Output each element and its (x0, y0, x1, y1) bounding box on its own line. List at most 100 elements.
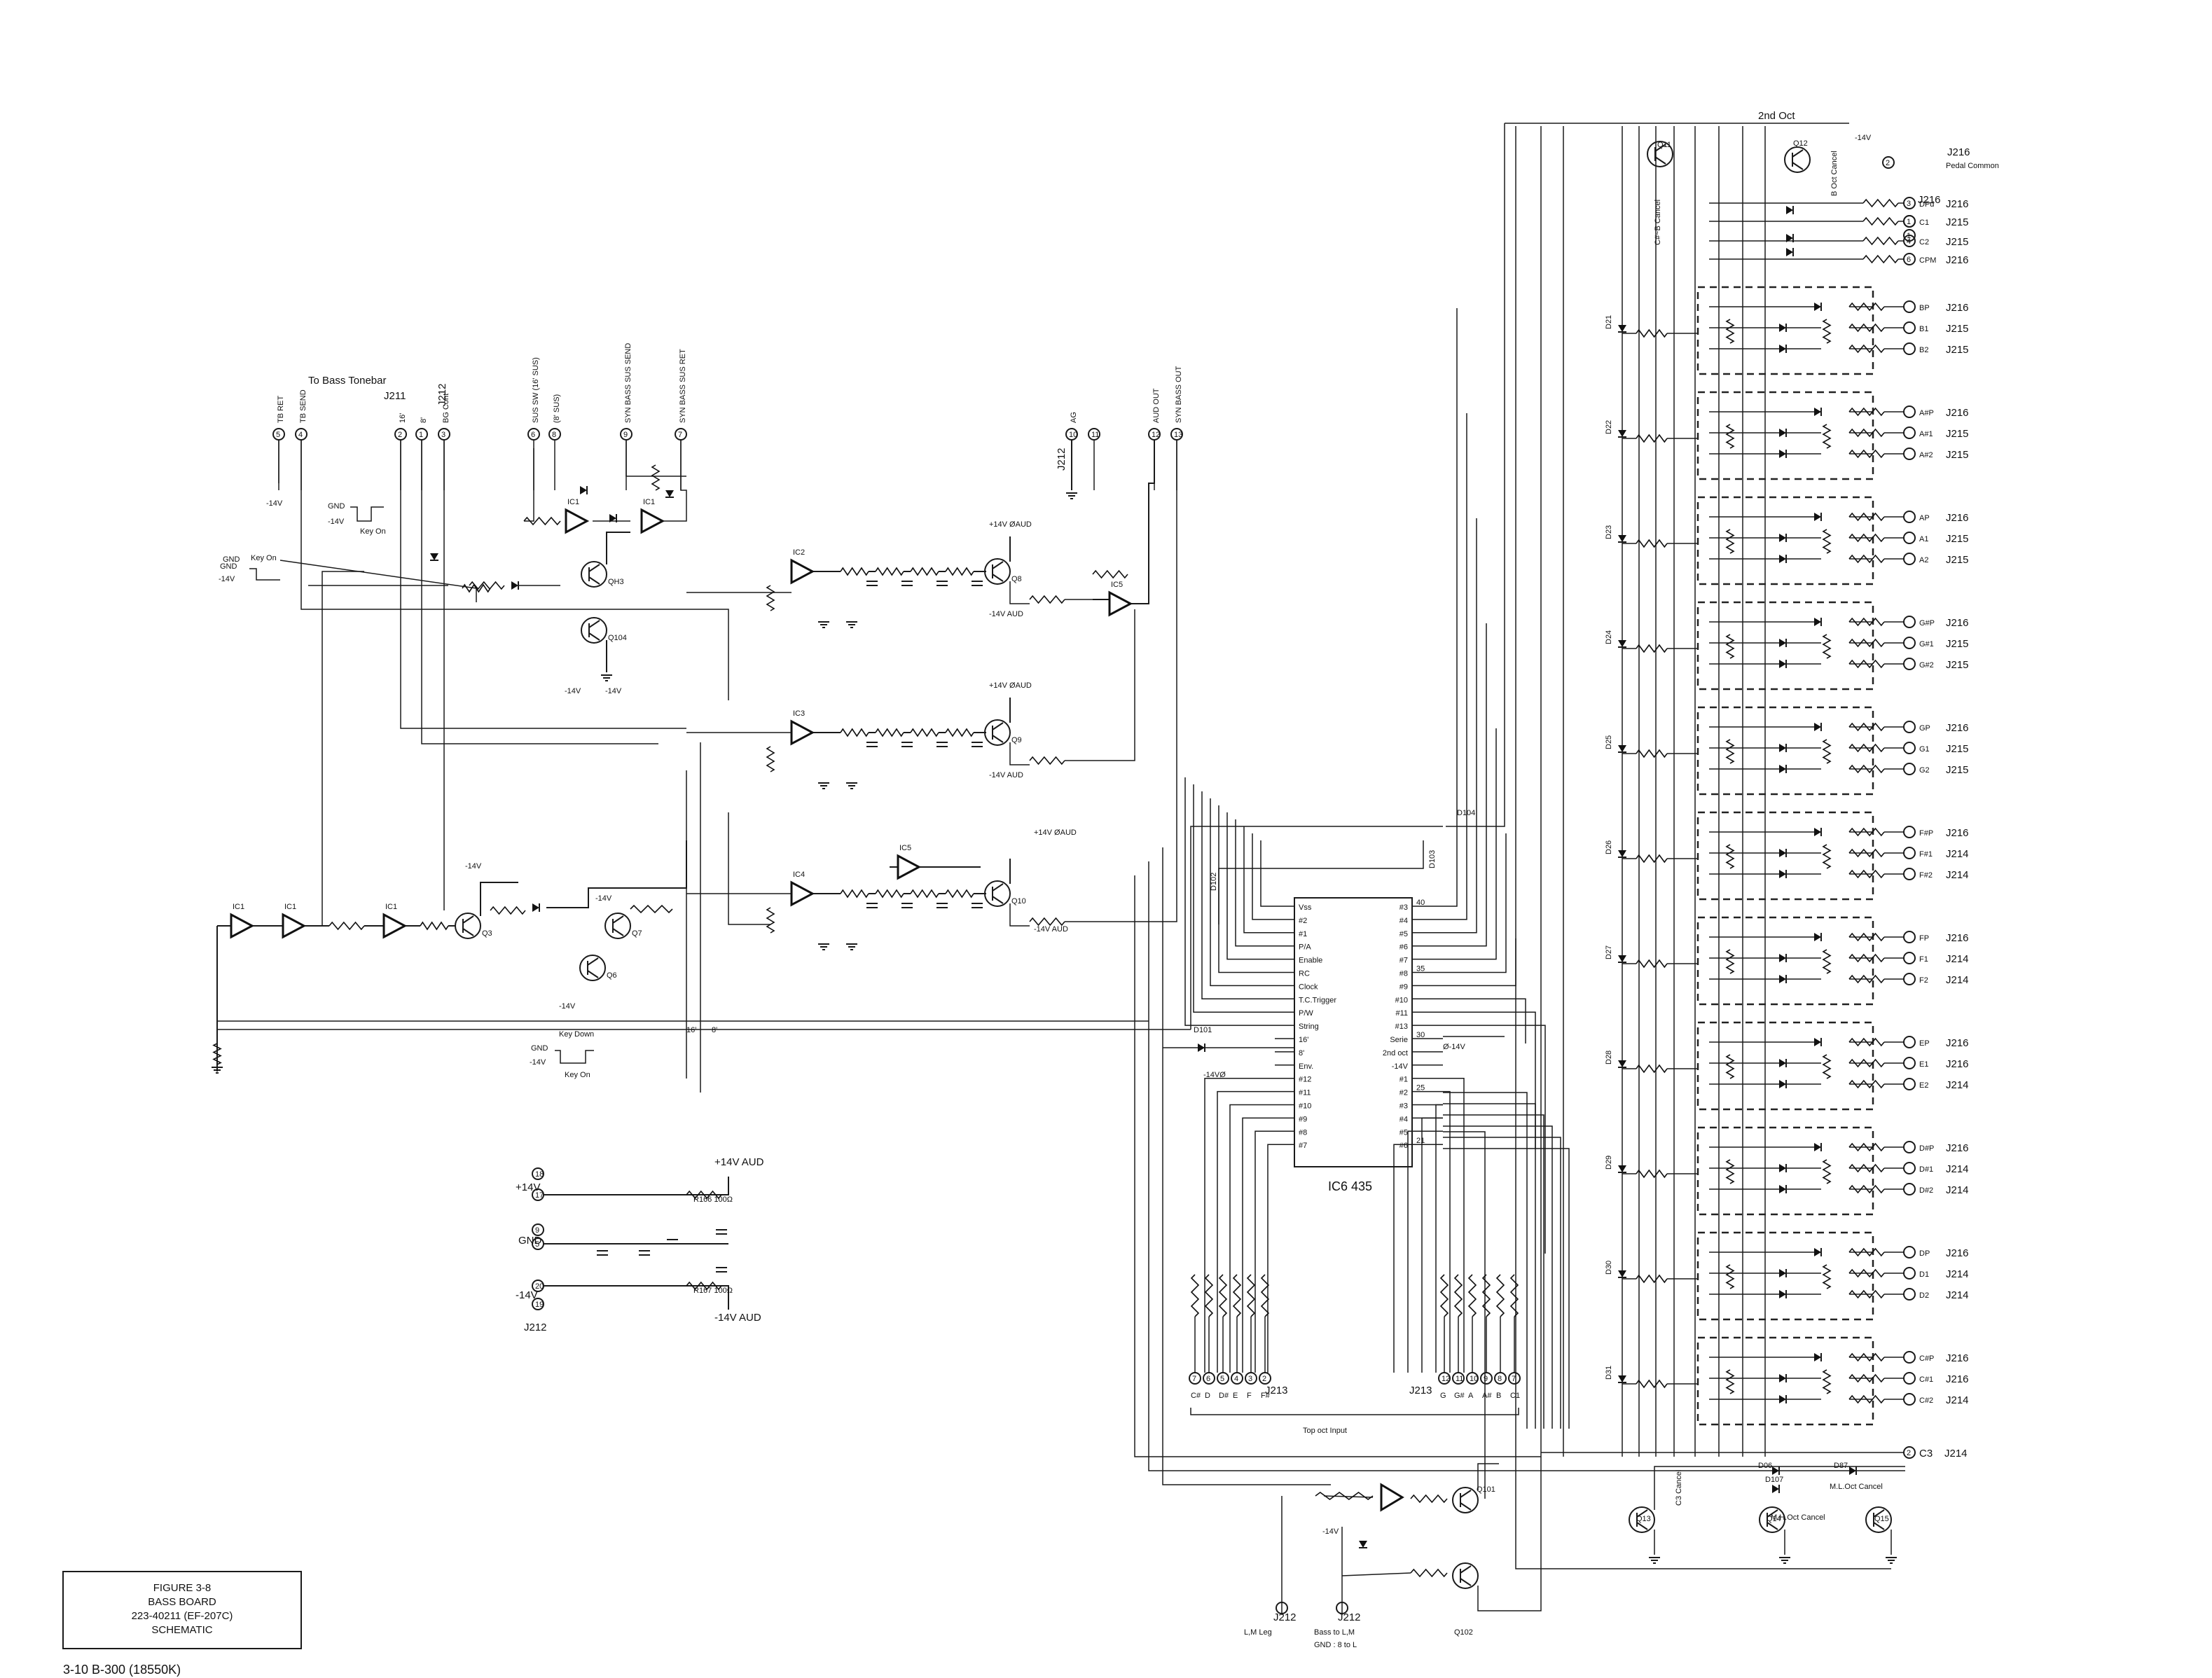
ic6-left-pin-label: 16' (1299, 1036, 1308, 1044)
wire (480, 882, 518, 916)
bc-minus14: -14V (1322, 1527, 1339, 1536)
connector-pin (532, 1188, 544, 1201)
row-connector-pin (1903, 1351, 1916, 1364)
row-bus-diode-label: D29 (1605, 1156, 1613, 1170)
ic-buffer-triangle (1108, 590, 1133, 617)
wire (1260, 840, 1275, 907)
wire (1218, 840, 1424, 924)
note-group-box (1696, 601, 1874, 691)
row-connector-pin (1903, 868, 1916, 880)
wire (1443, 1114, 1544, 1429)
pin-number: 5 (276, 431, 280, 439)
pwr-plus14: +14V (516, 1181, 540, 1193)
transistor-emitter (992, 896, 1004, 904)
diode (1772, 1485, 1779, 1493)
row-note-label: A#P (1919, 409, 1934, 417)
wire (1134, 875, 1541, 1457)
j212-label: J212 (436, 383, 448, 406)
resistor (840, 889, 869, 899)
note-group-box (1696, 916, 1874, 1006)
transistor-collector (1873, 1509, 1885, 1518)
d87-label: D87 (1834, 1462, 1848, 1470)
ic6-left-pin-label: #1 (1299, 930, 1307, 938)
c3-cancel: C3 Cancel (1675, 1470, 1683, 1506)
row-note-label: G2 (1919, 766, 1930, 775)
diode (1618, 535, 1626, 542)
diode (1198, 1043, 1205, 1052)
wire (728, 812, 770, 925)
connector-pin (1903, 235, 1916, 247)
transistor-emitter (1460, 1578, 1472, 1586)
row-connector-pin (1903, 1267, 1916, 1280)
row-note-label: E2 (1919, 1081, 1928, 1090)
connector-pin (295, 428, 307, 441)
diode (1779, 639, 1786, 647)
gnd-label: GND (328, 502, 345, 511)
diode (1779, 429, 1786, 437)
resistor (1822, 1159, 1832, 1184)
note-group-box (1696, 496, 1874, 585)
diode (1618, 430, 1626, 437)
row-note-label: G#P (1919, 619, 1935, 627)
transistor-symbol (604, 913, 631, 939)
transistor-symbol (1452, 1562, 1479, 1589)
transistor-emitter (612, 928, 624, 936)
diode (1786, 248, 1793, 256)
wire (1131, 440, 1155, 604)
connector-label: AUD OUT (1152, 388, 1161, 423)
j213-right-note: C1 (1510, 1392, 1520, 1400)
row-connector-label: J216 (1946, 512, 1969, 524)
bc-bass-to-lm: Bass to L,M (1314, 1628, 1355, 1637)
j213-left-note: D (1205, 1392, 1210, 1400)
ic6-left-pin-label: Enable (1299, 957, 1322, 965)
diode (532, 903, 539, 912)
diode (1618, 745, 1626, 752)
ic-buffer-triangle (640, 508, 665, 534)
j212-ag-label: J212 (1056, 448, 1067, 471)
diode (1779, 660, 1786, 668)
wire (1443, 998, 1526, 1043)
connector-label: SYN BASS SUS RET (679, 349, 687, 423)
pin-number: 12 (1152, 431, 1160, 439)
transistor-emitter (1767, 1522, 1778, 1530)
ic-label: IC5 (1111, 581, 1123, 589)
title-kind: SCHEMATIC (151, 1624, 212, 1636)
resistor (1848, 302, 1885, 312)
transistor-emitter (1460, 1502, 1472, 1511)
connector-pin (272, 428, 285, 441)
pin-number: 10 (1470, 1375, 1478, 1383)
row-bus-diode-label: D21 (1605, 315, 1613, 329)
ic-buffer-triangle (230, 913, 255, 939)
wire (1193, 784, 1275, 1013)
row-connector-label: J215 (1946, 236, 1969, 248)
connector-label: TB RET (277, 396, 285, 423)
wire (1443, 1131, 1486, 1499)
ic6-right-pin-label: #9 (1399, 983, 1408, 991)
pin-number: 4 (298, 431, 303, 439)
resistor (840, 567, 869, 576)
resistor (212, 1043, 222, 1065)
transistor-emitter (992, 735, 1004, 743)
ic6-body (1294, 897, 1413, 1167)
resistor (1725, 634, 1735, 659)
wire (1443, 518, 1477, 934)
transistor-symbol (1647, 141, 1673, 167)
pin-number: 20 (535, 1282, 544, 1291)
transistor-emitter (588, 632, 600, 641)
row-note-label: F#2 (1919, 871, 1933, 880)
row-connector-pin (1903, 1078, 1916, 1090)
resistor (1029, 595, 1065, 604)
pin-number: 8 (1498, 1375, 1502, 1383)
transistor-symbol (1452, 1487, 1479, 1513)
pin-number: 10 (1069, 431, 1077, 439)
row-connector-label: J215 (1946, 659, 1969, 671)
diode (1618, 850, 1626, 857)
j213-left-note: D# (1219, 1392, 1229, 1400)
resistor (1453, 1274, 1463, 1317)
rail-gnd-a: GND (223, 555, 240, 564)
row-connector-label: J214 (1946, 1184, 1969, 1196)
ic6-right-pin-label: Serie (1390, 1036, 1408, 1044)
bottom-center-area: Q101 Q102 -14V J212 L,M Leg J212 Bass to… (1244, 1485, 1495, 1649)
diode (1618, 955, 1626, 962)
